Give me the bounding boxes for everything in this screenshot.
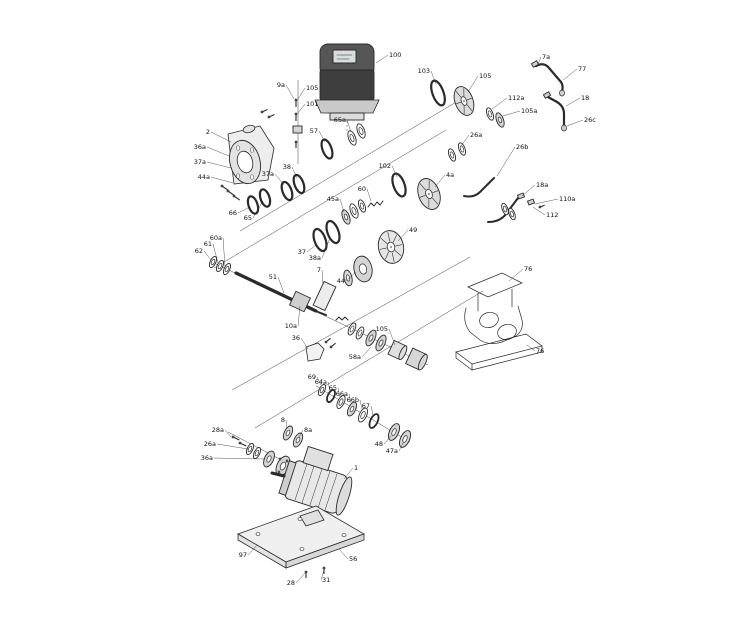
part-label-48: 48 — [375, 440, 383, 448]
part-label-9a: 9a — [277, 81, 285, 89]
part-label-45a: 45a — [327, 195, 339, 203]
part-label-103: 103 — [418, 67, 430, 75]
part-label-57: 57 — [310, 127, 318, 135]
part-label-76: 76 — [524, 265, 532, 273]
part-label-49: 49 — [409, 226, 417, 234]
part-label-105: 105 — [479, 72, 491, 80]
part-label-8: 8 — [281, 416, 285, 424]
part-label-18a: 18a — [536, 181, 548, 189]
part-label-26a: 26a — [470, 131, 482, 139]
part-label-38a: 38a — [309, 254, 321, 262]
part-label-65: 65 — [329, 384, 337, 392]
part-label-37a: 37a — [262, 170, 274, 178]
part-label-66: 66 — [229, 209, 237, 217]
part-label-66a: 66a — [336, 390, 348, 398]
part-label-112: 112 — [546, 211, 558, 219]
part-label-36a: 36a — [201, 454, 213, 462]
part-label-51: 51 — [269, 273, 277, 281]
part-label-37a: 37a — [194, 158, 206, 166]
part-label-61: 61 — [204, 240, 212, 248]
part-label-60a: 60a — [210, 234, 222, 242]
part-label-31: 31 — [322, 576, 330, 584]
part-label-66b: 66b — [347, 396, 359, 404]
part-label-97: 97 — [239, 551, 247, 559]
part-label-67: 67 — [362, 402, 370, 410]
part-label-26b: 26b — [516, 143, 528, 151]
part-label-64a: 64a — [315, 378, 327, 386]
part-label-26c: 26c — [584, 116, 596, 124]
part-label-56: 56 — [349, 555, 357, 563]
part-label-112a: 112a — [508, 94, 524, 102]
part-label-4a: 4a — [446, 171, 454, 179]
part-label-76: 76 — [536, 347, 544, 355]
part-label-37: 37 — [298, 248, 306, 256]
part-label-65: 65 — [244, 214, 252, 222]
part-label-38: 38 — [283, 163, 291, 171]
part-label-69: 69 — [308, 373, 316, 381]
part-label-77: 77 — [578, 65, 586, 73]
part-label-28: 28 — [287, 579, 295, 587]
part-label-7: 7 — [317, 266, 321, 274]
part-label-102: 102 — [379, 162, 391, 170]
part-label-105: 105 — [376, 325, 388, 333]
part-label-36a: 36a — [194, 143, 206, 151]
part-label-65a: 65a — [334, 116, 346, 124]
part-label-2: 2 — [206, 128, 210, 136]
part-label-60: 60 — [358, 185, 366, 193]
part-label-110a: 110a — [559, 195, 575, 203]
part-label-26a: 26a — [204, 440, 216, 448]
part-label-36: 36 — [292, 334, 300, 342]
part-label-62: 62 — [195, 247, 203, 255]
part-label-47a: 47a — [386, 447, 398, 455]
part-label-1: 1 — [354, 464, 358, 472]
part-label-101: 101 — [306, 100, 318, 108]
part-label-105: 105 — [306, 84, 318, 92]
part-label-105a: 105a — [521, 107, 537, 115]
part-label-10a: 10a — [285, 322, 297, 330]
part-label-44: 44 — [337, 277, 345, 285]
part-label-100: 100 — [389, 51, 401, 59]
part-label-28a: 28a — [212, 426, 224, 434]
part-label-58a: 58a — [349, 353, 361, 361]
part-label-44a: 44a — [198, 173, 210, 181]
part-label-8a: 8a — [304, 426, 312, 434]
part-label-18: 18 — [581, 94, 589, 102]
part-label-7a: 7a — [542, 53, 550, 61]
